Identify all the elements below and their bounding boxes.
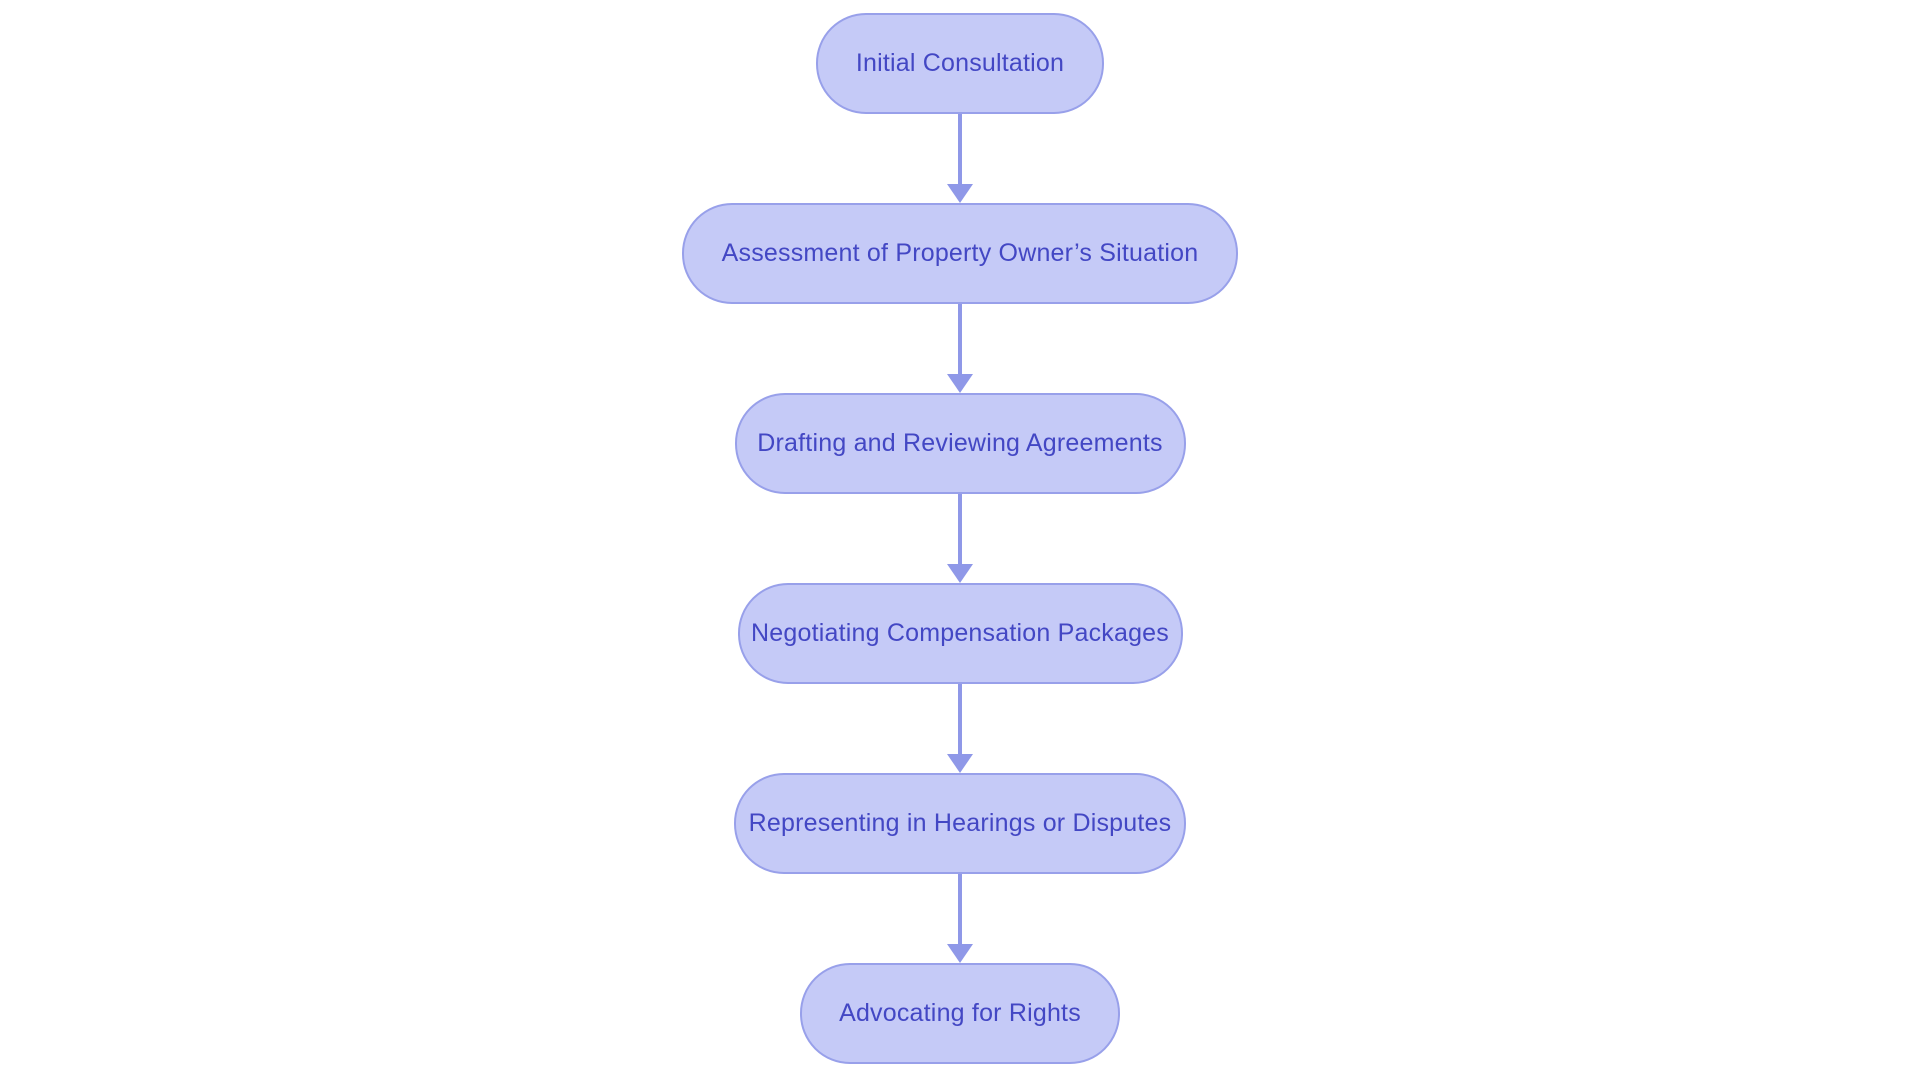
arrowhead-down-icon [947, 564, 973, 583]
arrowhead-down-icon [947, 184, 973, 203]
flow-node-advocating: Advocating for Rights [800, 963, 1120, 1064]
flow-node-assessment: Assessment of Property Owner’s Situation [682, 203, 1238, 304]
arrowhead-down-icon [947, 754, 973, 773]
arrow-shaft [958, 114, 962, 185]
flow-node-label: Assessment of Property Owner’s Situation [721, 239, 1199, 267]
flow-arrow [947, 684, 973, 773]
flow-arrow [947, 114, 973, 203]
flow-node-drafting-reviewing: Drafting and Reviewing Agreements [734, 393, 1186, 494]
flow-node-label: Drafting and Reviewing Agreements [757, 429, 1163, 457]
arrow-shaft [958, 494, 962, 565]
flow-node-label: Representing in Hearings or Disputes [748, 809, 1172, 837]
arrowhead-down-icon [947, 374, 973, 393]
flow-arrow [947, 304, 973, 393]
flow-arrow [947, 494, 973, 583]
arrow-shaft [958, 304, 962, 375]
flow-arrow [947, 874, 973, 963]
flow-node-negotiating: Negotiating Compensation Packages [737, 583, 1183, 684]
flow-node-representing: Representing in Hearings or Disputes [734, 773, 1186, 874]
flow-node-label: Negotiating Compensation Packages [751, 619, 1169, 647]
flow-node-label: Initial Consultation [855, 49, 1065, 77]
arrow-shaft [958, 684, 962, 755]
flow-node-label: Advocating for Rights [839, 999, 1081, 1027]
arrow-shaft [958, 874, 962, 945]
arrowhead-down-icon [947, 944, 973, 963]
flow-node-initial-consultation: Initial Consultation [816, 13, 1104, 114]
